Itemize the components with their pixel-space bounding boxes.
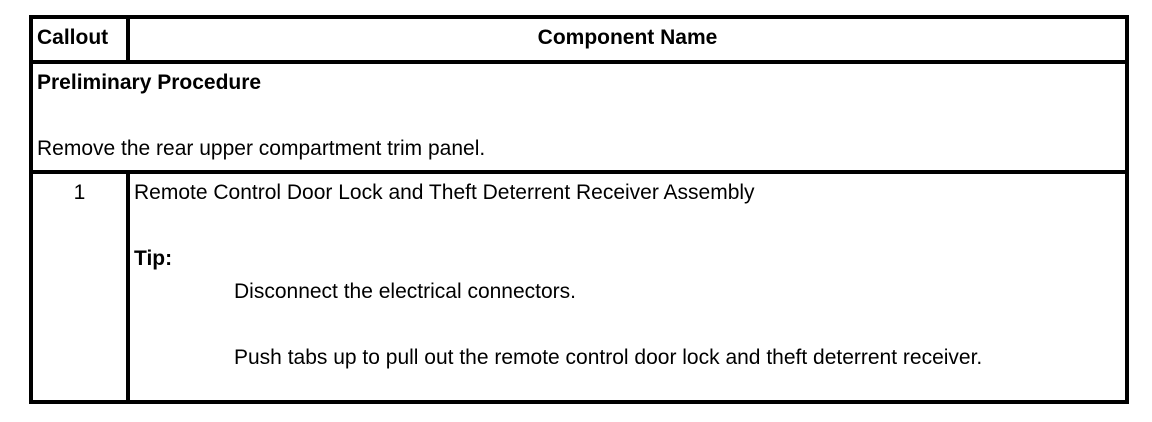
callout-number: 1 bbox=[73, 181, 86, 204]
table-header-row: Callout Component Name bbox=[29, 15, 1129, 64]
component-table-row: 1 Remote Control Door Lock and Theft Det… bbox=[29, 170, 1129, 404]
callout-column-header: Callout bbox=[29, 15, 130, 64]
preliminary-procedure-row: Preliminary Procedure Remove the rear up… bbox=[29, 60, 1129, 174]
preliminary-procedure-title: Preliminary Procedure bbox=[37, 71, 262, 94]
component-name: Remote Control Door Lock and Theft Deter… bbox=[134, 181, 755, 204]
callout-component-table: Callout Component Name Preliminary Proce… bbox=[29, 15, 1129, 404]
spacer-line bbox=[37, 99, 1121, 132]
spacer-line bbox=[134, 308, 1121, 341]
preliminary-instruction: Remove the rear upper compartment trim p… bbox=[37, 137, 486, 160]
component-detail-cell: Remote Control Door Lock and Theft Deter… bbox=[126, 170, 1129, 404]
tip-step: Push tabs up to pull out the remote cont… bbox=[234, 346, 983, 369]
tip-label: Tip: bbox=[134, 247, 173, 270]
tip-step: Disconnect the electrical connectors. bbox=[234, 280, 576, 303]
component-name-column-header: Component Name bbox=[126, 15, 1129, 64]
preliminary-procedure-cell: Preliminary Procedure Remove the rear up… bbox=[29, 60, 1129, 174]
spacer-line bbox=[134, 209, 1121, 242]
callout-number-cell: 1 bbox=[29, 170, 130, 404]
